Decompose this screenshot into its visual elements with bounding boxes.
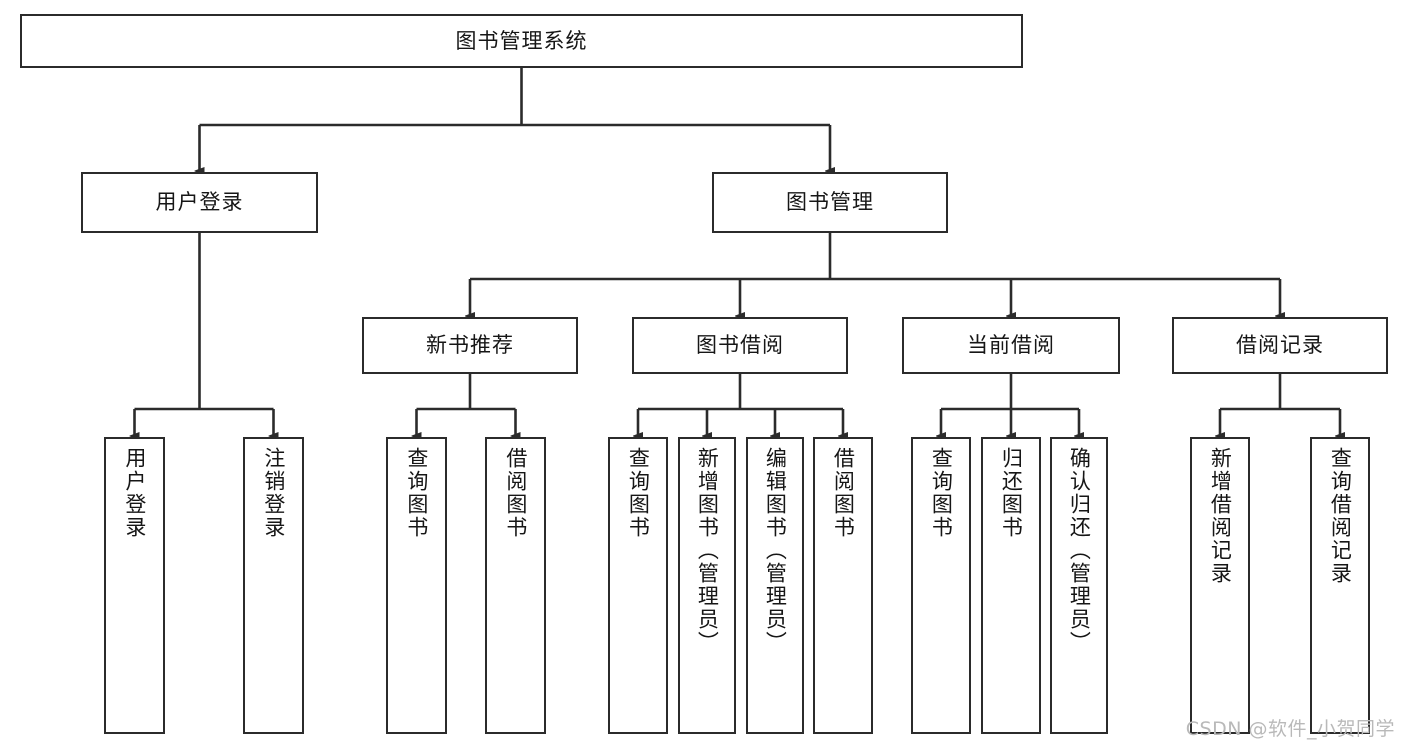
node-label: 图书管理 (786, 190, 874, 215)
node-leaf-return-book[interactable]: 归还图书 (981, 437, 1041, 734)
node-borrow-record[interactable]: 借阅记录 (1172, 317, 1388, 374)
node-new-book-rec[interactable]: 新书推荐 (362, 317, 578, 374)
node-book-borrow[interactable]: 图书借阅 (632, 317, 848, 374)
node-label: 用户登录 (155, 190, 244, 215)
node-user-login[interactable]: 用户登录 (81, 172, 318, 233)
watermark: CSDN @软件_小贺同学 (1185, 718, 1395, 740)
node-label: 查询图书 (929, 447, 954, 539)
node-label: 编辑图书（管理员） (763, 447, 788, 654)
node-label: 图书管理系统 (455, 28, 588, 53)
node-leaf-confirm-return[interactable]: 确认归还（管理员） (1050, 437, 1108, 734)
node-leaf-query-book-3[interactable]: 查询图书 (911, 437, 971, 734)
node-label: 新增图书（管理员） (695, 447, 720, 654)
node-label: 借阅图书 (831, 447, 856, 539)
node-leaf-query-book-2[interactable]: 查询图书 (608, 437, 668, 734)
node-leaf-add-book[interactable]: 新增图书（管理员） (678, 437, 736, 734)
node-book-manage[interactable]: 图书管理 (712, 172, 948, 233)
node-leaf-add-record[interactable]: 新增借阅记录 (1190, 437, 1250, 734)
node-label: 确认归还（管理员） (1067, 447, 1092, 654)
node-label: 借阅记录 (1236, 333, 1324, 358)
node-leaf-borrow-book-2[interactable]: 借阅图书 (813, 437, 873, 734)
node-label: 归还图书 (999, 447, 1024, 539)
node-label: 用户登录 (122, 447, 147, 539)
node-label: 查询借阅记录 (1328, 447, 1353, 585)
node-leaf-edit-book[interactable]: 编辑图书（管理员） (746, 437, 804, 734)
node-label: 新增借阅记录 (1208, 447, 1233, 585)
node-label: 查询图书 (404, 447, 429, 539)
node-root[interactable]: 图书管理系统 (20, 14, 1023, 68)
node-current-borrow[interactable]: 当前借阅 (902, 317, 1120, 374)
node-leaf-query-book-1[interactable]: 查询图书 (386, 437, 447, 734)
node-label: 图书借阅 (696, 333, 784, 358)
node-label: 查询图书 (626, 447, 651, 539)
node-leaf-user-login[interactable]: 用户登录 (104, 437, 165, 734)
node-leaf-query-record[interactable]: 查询借阅记录 (1310, 437, 1370, 734)
node-leaf-borrow-book-1[interactable]: 借阅图书 (485, 437, 546, 734)
node-label: 借阅图书 (503, 447, 528, 539)
node-leaf-user-logout[interactable]: 注销登录 (243, 437, 304, 734)
node-label: 当前借阅 (967, 333, 1055, 358)
node-label: 新书推荐 (426, 333, 514, 358)
node-label: 注销登录 (261, 447, 286, 539)
